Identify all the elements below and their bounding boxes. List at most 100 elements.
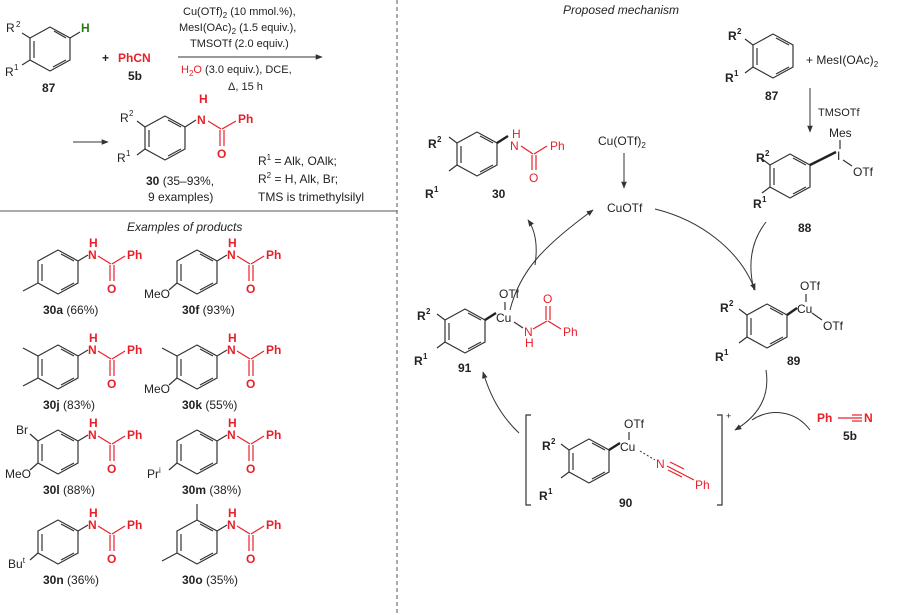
svg-text:MeO: MeO (144, 382, 170, 396)
compound-label-87: 87 (42, 81, 56, 95)
svg-text:5b: 5b (843, 429, 857, 443)
catalyst-cuotf: CuOTf (607, 201, 643, 215)
svg-text:MesI(OAc)2 (1.5 equiv.),: MesI(OAc)2 (1.5 equiv.), (179, 22, 296, 36)
precatalyst-label: Cu(OTf)2 (598, 134, 646, 150)
amide-n: N (227, 343, 236, 357)
svg-text:30 (35–93%,: 30 (35–93%, (146, 174, 214, 188)
svg-text:H2O (3.0 equiv.), DCE,: H2O (3.0 equiv.), DCE, (181, 64, 292, 78)
svg-text:R: R (414, 354, 423, 368)
svg-text:O: O (246, 552, 255, 566)
example-label-30o: 30o (35%) (182, 573, 238, 587)
svg-text:91: 91 (458, 361, 472, 375)
svg-text:R: R (117, 151, 126, 165)
svg-text:O: O (107, 462, 116, 476)
svg-text:Ph: Ph (563, 325, 578, 339)
svg-text:Ph: Ph (127, 428, 142, 442)
compound-label-5b: 5b (128, 69, 142, 83)
svg-text:Ph: Ph (695, 478, 710, 492)
example-label-30a: 30a (66%) (43, 303, 98, 317)
amide-n: N (88, 248, 97, 262)
cycle-arrow-to-90 (734, 369, 768, 431)
svg-text:H: H (512, 127, 521, 141)
amide-h: H (89, 331, 98, 345)
svg-text:MeO: MeO (5, 467, 31, 481)
svg-text:O: O (107, 377, 116, 391)
amide-n: N (88, 343, 97, 357)
svg-text:2: 2 (16, 20, 21, 29)
svg-text:Ph: Ph (127, 518, 142, 532)
svg-text:88: 88 (798, 221, 812, 235)
svg-text:N: N (510, 139, 519, 153)
svg-text:R: R (715, 350, 724, 364)
svg-text:N: N (656, 457, 665, 471)
svg-text:Ph: Ph (550, 139, 565, 153)
examples-title: Examples of products (127, 220, 242, 234)
svg-text:N: N (524, 325, 533, 339)
svg-text:Cu: Cu (620, 440, 635, 454)
svg-text:R: R (120, 111, 129, 125)
svg-text:87: 87 (765, 89, 779, 103)
svg-text:Cu: Cu (797, 302, 812, 316)
svg-text:1: 1 (14, 63, 19, 72)
svg-text:O: O (543, 292, 552, 306)
svg-text:Cu(OTf)2 (10 mmol.%),: Cu(OTf)2 (10 mmol.%), (183, 6, 296, 20)
svg-text:9 examples): 9 examples) (148, 190, 213, 204)
svg-text:O: O (107, 282, 116, 296)
svg-text:R: R (756, 151, 765, 165)
svg-text:R: R (417, 309, 426, 323)
svg-text:O: O (217, 147, 226, 161)
svg-text:1: 1 (724, 348, 729, 357)
r1-label: R (5, 65, 14, 79)
amide-h: H (89, 236, 98, 250)
svg-text:O: O (246, 282, 255, 296)
svg-text:1: 1 (423, 352, 428, 361)
reaction-conditions: Cu(OTf)2 (10 mmol.%), MesI(OAc)2 (1.5 eq… (178, 6, 323, 93)
amide-h: H (89, 506, 98, 520)
svg-text:Ph: Ph (266, 248, 281, 262)
svg-text:OTf: OTf (823, 319, 844, 333)
svg-text:Mes: Mes (829, 126, 852, 140)
svg-text:O: O (529, 171, 538, 185)
svg-text:R: R (728, 29, 737, 43)
amide-n: N (88, 428, 97, 442)
svg-text:R: R (428, 137, 437, 151)
svg-text:Cu: Cu (496, 311, 511, 325)
svg-text:H: H (525, 336, 534, 350)
iodonium-entry-arrow (750, 221, 767, 291)
svg-text:2: 2 (551, 437, 556, 446)
svg-text:1: 1 (126, 149, 131, 158)
nitrile-entry-arrow (751, 412, 811, 431)
h-label: H (81, 21, 90, 35)
amide-n: N (88, 518, 97, 532)
svg-text:89: 89 (787, 354, 801, 368)
svg-text:1: 1 (762, 195, 767, 204)
substituent-notes: R1 = Alk, OAlk; R2 = H, Alk, Br; TMS is … (258, 153, 364, 204)
example-label-30j: 30j (83%) (43, 398, 95, 412)
plus-sign: + (102, 51, 109, 65)
cycle-arrow-to-89 (654, 208, 756, 291)
svg-text:Ph: Ph (238, 112, 253, 126)
svg-text:R: R (539, 489, 548, 503)
nitrile-5b: Ph N 5b (817, 411, 873, 443)
svg-text:Ph: Ph (266, 428, 281, 442)
svg-text:MeO: MeO (144, 287, 170, 301)
svg-text:Pri: Pri (147, 466, 161, 481)
svg-text:1: 1 (548, 487, 553, 496)
svg-text:2: 2 (737, 27, 742, 36)
svg-text:+: + (726, 411, 731, 421)
svg-text:O: O (246, 377, 255, 391)
cycle-arrow-to-91 (482, 371, 520, 434)
r2-label: R (6, 21, 15, 35)
svg-text:OTf: OTf (800, 279, 821, 293)
